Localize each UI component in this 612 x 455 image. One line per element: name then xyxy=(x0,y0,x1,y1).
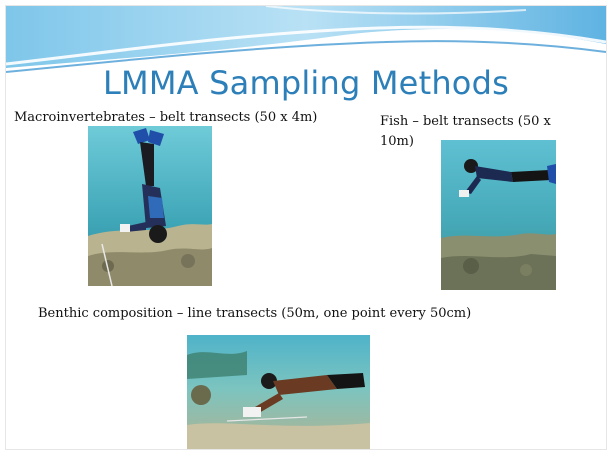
slide: LMMA Sampling Methods Macroinvertebrates… xyxy=(6,6,606,449)
caption-macroinvertebrates: Macroinvertebrates – belt transects (50 … xyxy=(14,110,318,125)
benthic-survey-photo xyxy=(187,335,370,449)
slide-title: LMMA Sampling Methods xyxy=(103,64,509,102)
macroinvertebrates-photo xyxy=(88,126,212,286)
fish-survey-photo xyxy=(441,140,556,290)
caption-fish: Fish – belt transects (50 x 10m) xyxy=(380,114,551,149)
header-wave-decoration xyxy=(6,6,606,73)
caption-benthic: Benthic composition – line transects (50… xyxy=(38,306,472,321)
